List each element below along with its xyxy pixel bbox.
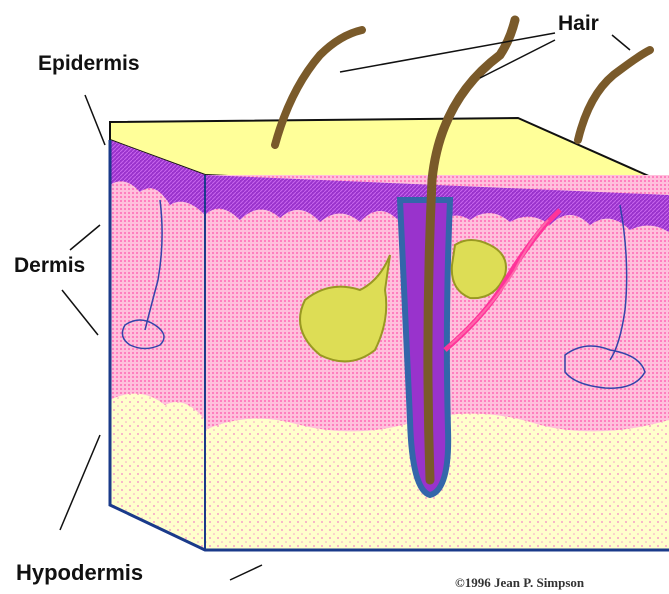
dermis-leader-line-2 bbox=[62, 290, 98, 335]
dermis-leader-line-1 bbox=[70, 225, 100, 250]
hair-leader-line-1 bbox=[340, 33, 555, 72]
hypodermis-leader-line-1 bbox=[60, 435, 100, 530]
label-dermis: Dermis bbox=[14, 254, 85, 278]
label-hair: Hair bbox=[558, 12, 599, 36]
hair-leader-line-3 bbox=[612, 35, 630, 50]
epidermis-leader-line bbox=[85, 95, 105, 145]
label-epidermis: Epidermis bbox=[38, 52, 140, 76]
hair-shaft-right bbox=[578, 50, 650, 140]
hypodermis-leader-line-2 bbox=[230, 565, 262, 580]
label-hypodermis: Hypodermis bbox=[16, 560, 143, 586]
